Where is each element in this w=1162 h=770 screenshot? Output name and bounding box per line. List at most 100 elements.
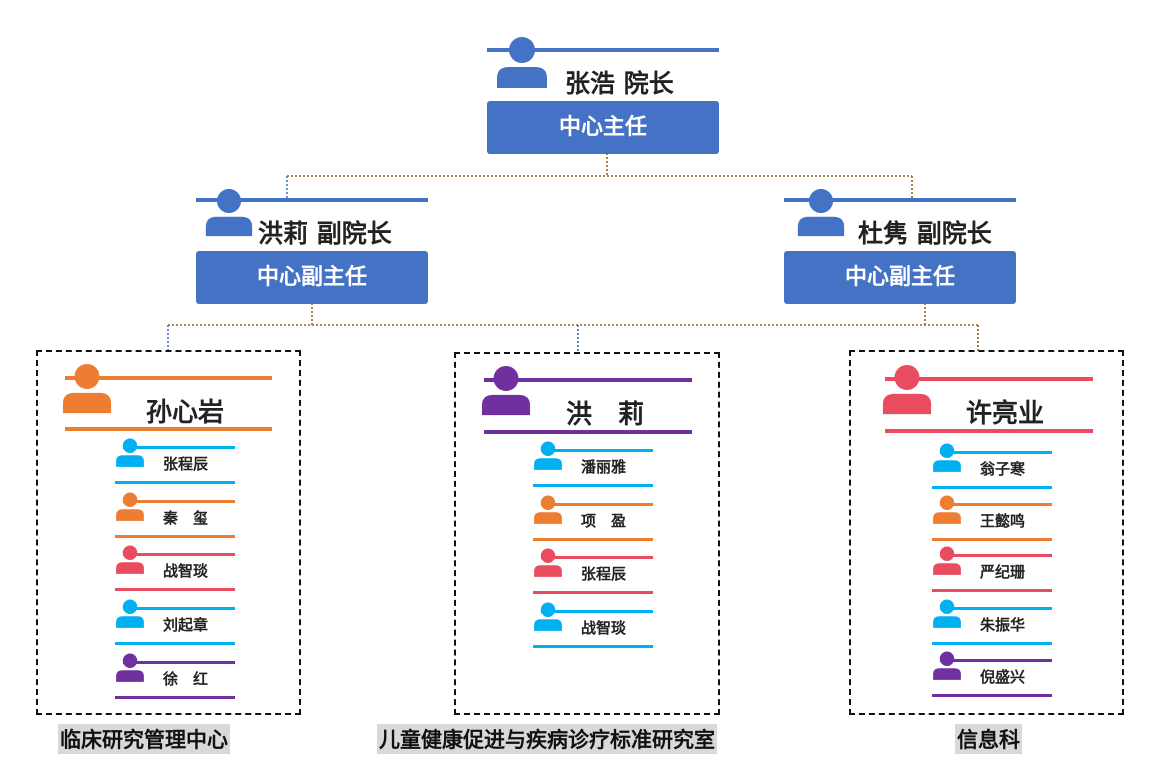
group-box-information bbox=[849, 350, 1124, 715]
member-card: 战智琰 bbox=[115, 545, 235, 591]
member-name: 严纪珊 bbox=[980, 563, 1026, 581]
member-card: 徐 红 bbox=[115, 653, 235, 699]
member-card: 翁子寒 bbox=[932, 443, 1052, 489]
group-caption: 信息科 bbox=[955, 724, 1022, 754]
group-box-clinical-research bbox=[36, 350, 301, 715]
member-name: 翁子寒 bbox=[980, 460, 1026, 478]
member-name: 张程辰 bbox=[163, 455, 209, 473]
member-card: 张程辰 bbox=[115, 438, 235, 484]
member-name: 秦 玺 bbox=[163, 509, 209, 527]
deputy-name: 杜隽 副院长 bbox=[858, 219, 992, 248]
member-top-line bbox=[940, 503, 1052, 506]
member-top-line bbox=[541, 610, 653, 613]
member-bottom-line bbox=[932, 538, 1052, 541]
member-name: 朱振华 bbox=[980, 616, 1026, 634]
person-icon bbox=[882, 364, 932, 415]
member-bottom-line bbox=[932, 486, 1052, 489]
person-icon bbox=[116, 653, 144, 682]
group-head-top-line bbox=[484, 378, 692, 382]
person-icon bbox=[497, 37, 547, 88]
group-caption: 儿童健康促进与疾病诊疗标准研究室 bbox=[377, 724, 717, 754]
member-name: 项 盈 bbox=[581, 512, 627, 530]
member-top-line bbox=[541, 503, 653, 506]
deputy-name: 洪莉 副院长 bbox=[258, 219, 392, 248]
member-name: 潘丽雅 bbox=[581, 458, 627, 476]
group-head-bottom-line bbox=[885, 429, 1093, 433]
member-bottom-line bbox=[115, 481, 235, 484]
person-icon bbox=[205, 188, 253, 237]
member-card: 战智琰 bbox=[533, 602, 653, 648]
person-icon bbox=[797, 188, 845, 237]
person-icon bbox=[933, 546, 961, 575]
group-head-top-line bbox=[885, 377, 1093, 381]
person-icon bbox=[534, 602, 562, 631]
deputy-card-left: 洪莉 副院长 中心副主任 bbox=[196, 188, 428, 304]
deputy-top-line bbox=[196, 198, 428, 202]
member-bottom-line bbox=[533, 591, 653, 594]
member-card: 朱振华 bbox=[932, 599, 1052, 645]
group-head-name: 许亮业 bbox=[966, 399, 1045, 429]
member-name: 徐 红 bbox=[163, 670, 209, 688]
group-box-child-health bbox=[454, 352, 720, 715]
member-top-line bbox=[940, 659, 1052, 662]
deputy-role: 中心副主任 bbox=[196, 251, 428, 304]
member-card: 张程辰 bbox=[533, 548, 653, 594]
director-card: 张浩 院长 中心主任 bbox=[487, 37, 719, 154]
member-bottom-line bbox=[115, 588, 235, 591]
member-name: 刘起章 bbox=[163, 616, 209, 634]
member-name: 倪盛兴 bbox=[980, 668, 1026, 686]
director-name: 张浩 院长 bbox=[565, 69, 674, 98]
person-icon bbox=[116, 599, 144, 628]
person-icon bbox=[481, 365, 531, 416]
person-icon bbox=[933, 651, 961, 680]
member-top-line bbox=[940, 451, 1052, 454]
person-icon bbox=[933, 599, 961, 628]
member-top-line bbox=[541, 556, 653, 559]
member-card: 潘丽雅 bbox=[533, 441, 653, 487]
person-icon bbox=[534, 495, 562, 524]
member-top-line bbox=[123, 607, 235, 610]
member-bottom-line bbox=[115, 696, 235, 699]
person-icon bbox=[116, 492, 144, 521]
member-card: 倪盛兴 bbox=[932, 651, 1052, 697]
member-name: 张程辰 bbox=[581, 565, 627, 583]
group-head-bottom-line bbox=[65, 427, 272, 431]
person-icon bbox=[116, 438, 144, 467]
member-bottom-line bbox=[115, 535, 235, 538]
director-role: 中心主任 bbox=[487, 101, 719, 154]
group-head-top-line bbox=[65, 376, 272, 380]
member-bottom-line bbox=[932, 642, 1052, 645]
member-top-line bbox=[940, 554, 1052, 557]
member-top-line bbox=[940, 607, 1052, 610]
deputy-top-line bbox=[784, 198, 1016, 202]
person-icon bbox=[116, 545, 144, 574]
person-icon bbox=[534, 548, 562, 577]
member-top-line bbox=[123, 446, 235, 449]
member-card: 项 盈 bbox=[533, 495, 653, 541]
member-top-line bbox=[123, 500, 235, 503]
deputy-card-right: 杜隽 副院长 中心副主任 bbox=[784, 188, 1016, 304]
group-head-name: 孙心岩 bbox=[146, 398, 225, 428]
member-top-line bbox=[123, 661, 235, 664]
person-icon bbox=[933, 443, 961, 472]
member-bottom-line bbox=[115, 642, 235, 645]
member-card: 刘起章 bbox=[115, 599, 235, 645]
member-top-line bbox=[123, 553, 235, 556]
member-bottom-line bbox=[932, 589, 1052, 592]
member-name: 战智琰 bbox=[163, 562, 209, 580]
member-bottom-line bbox=[932, 694, 1052, 697]
group-head-name: 洪 莉 bbox=[566, 400, 645, 430]
member-bottom-line bbox=[533, 484, 653, 487]
member-card: 严纪珊 bbox=[932, 546, 1052, 592]
member-name: 王懿鸣 bbox=[980, 512, 1026, 530]
member-top-line bbox=[541, 449, 653, 452]
person-icon bbox=[933, 495, 961, 524]
member-bottom-line bbox=[533, 538, 653, 541]
group-caption: 临床研究管理中心 bbox=[58, 724, 230, 754]
deputy-role: 中心副主任 bbox=[784, 251, 1016, 304]
person-icon bbox=[62, 363, 112, 414]
member-card: 王懿鸣 bbox=[932, 495, 1052, 541]
group-head-bottom-line bbox=[484, 430, 692, 434]
member-name: 战智琰 bbox=[581, 619, 627, 637]
person-icon bbox=[534, 441, 562, 470]
